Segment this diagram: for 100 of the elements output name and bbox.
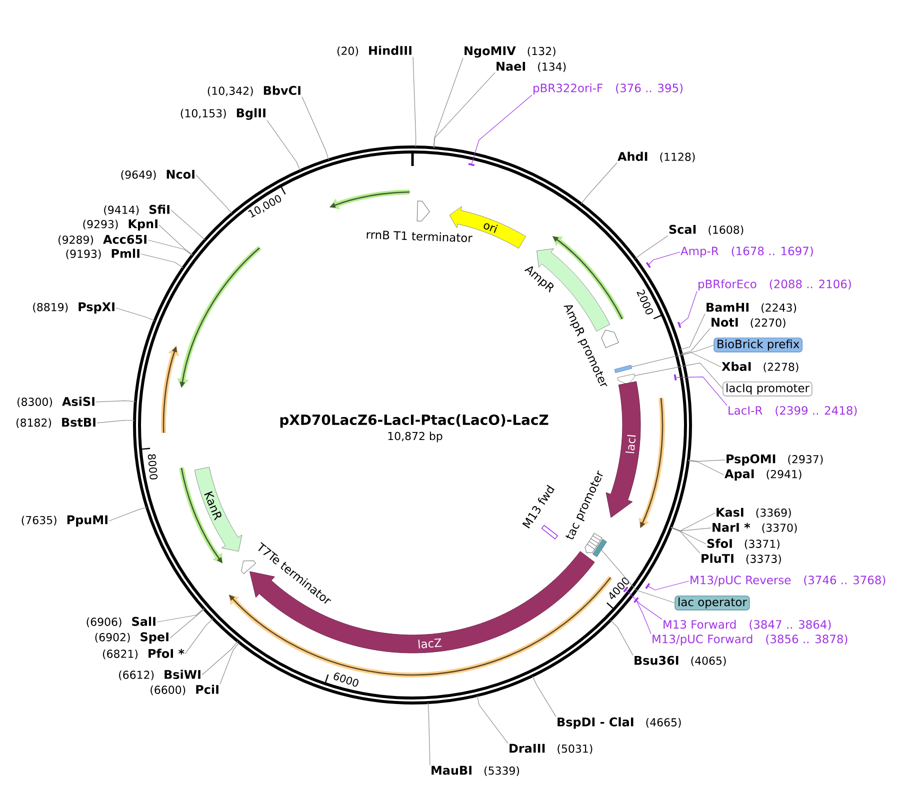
leader-line — [648, 580, 690, 590]
site-label: PluTI (3373) — [702, 554, 781, 564]
leader-line — [688, 460, 724, 476]
site-label: NarI * (3370) — [712, 522, 797, 534]
leader-line — [184, 618, 214, 654]
primer-label: M13 Forward (3847 .. 3864) — [664, 620, 831, 630]
leader-line — [680, 313, 706, 350]
leader-line — [170, 608, 204, 638]
callout-box: lac operator — [674, 596, 750, 610]
site-label: KasI (3369) — [716, 508, 791, 518]
site-label: (6612) BsiWI — [119, 670, 200, 680]
leader-line — [688, 460, 726, 462]
site-label: (6906) SalI — [86, 616, 156, 628]
leader-line — [266, 120, 301, 171]
promoter-symbol — [617, 374, 636, 385]
site-label: MauBI (5339) — [432, 766, 520, 776]
site-label: NgoMIV (132) — [464, 46, 556, 58]
leader-line — [626, 590, 662, 620]
primer-label: Amp-R (1678 .. 1697) — [680, 246, 813, 258]
site-label: (7635) PpuMI — [22, 515, 108, 527]
site-label: (8182) BstBI — [16, 418, 96, 428]
leader-line — [636, 600, 652, 634]
feature-block: KanR — [194, 466, 242, 552]
leader-line — [680, 290, 698, 325]
leader-line — [670, 526, 712, 532]
leader-line — [610, 620, 634, 656]
primer-mark — [645, 583, 650, 589]
site-label: NaeI (134) — [496, 62, 566, 72]
site-label: ScaI (1608) — [669, 224, 744, 236]
site-label: (9193) PmlI — [66, 248, 140, 260]
leader-line — [170, 210, 206, 240]
primer-label: LacI-R (2399 .. 2418) — [728, 406, 857, 416]
site-label: Bsu36I (4065) — [634, 656, 726, 666]
site-label: DraIII (5031) — [510, 744, 592, 754]
site-label: ApaI (2941) — [724, 469, 802, 481]
leader-line — [648, 252, 680, 265]
primer-mark — [468, 163, 475, 166]
sequence-length: 10,872 bp — [388, 432, 442, 442]
site-label: (9293) KpnI — [83, 219, 158, 231]
leader-line — [670, 527, 700, 554]
leader-line — [433, 58, 464, 148]
site-label: NotI (2270) — [712, 318, 786, 328]
tick-label: 6000 — [334, 672, 358, 687]
site-label: (9414) SfiI — [104, 204, 170, 216]
leader-line — [412, 56, 416, 148]
site-label: (8300) AsiSI — [17, 396, 94, 408]
leader-line — [140, 254, 184, 268]
leader-line — [108, 506, 148, 522]
leader-line — [476, 695, 508, 744]
primer-mark — [623, 586, 628, 592]
leader-line — [680, 328, 710, 354]
leader-line — [156, 608, 204, 622]
leader-line — [471, 94, 532, 164]
site-label: (8819) PspXI — [33, 302, 114, 314]
tick-label: 8000 — [148, 454, 158, 480]
leader-line — [428, 702, 430, 766]
leader-line — [148, 240, 192, 256]
site-label: (6600) PciI — [150, 684, 218, 696]
feature-bar — [614, 364, 632, 374]
site-label: BamHI (2243) — [706, 302, 796, 314]
leader-line — [96, 400, 136, 402]
site-label: (10,153) BglII — [180, 108, 266, 120]
site-label: (10,342) BbvCI — [208, 86, 300, 96]
leader-line — [96, 420, 135, 424]
site-label: PspOMI (2937) — [726, 454, 823, 466]
leader-line — [532, 676, 556, 717]
site-label: BspDI - ClaI (4665) — [558, 717, 681, 729]
primer-mark — [674, 374, 677, 381]
primer-mark — [634, 597, 639, 603]
leader-line — [302, 96, 329, 160]
primer-mark — [646, 262, 651, 268]
feature-bar — [592, 538, 607, 558]
leader-line — [670, 527, 706, 544]
site-label: (20) HindIII — [337, 46, 412, 56]
primer-label: M13/pUC Reverse (3746 .. 3768) — [690, 575, 886, 587]
leader-line — [634, 235, 668, 259]
site-label: (9649) NcoI — [121, 170, 194, 180]
leader-line — [196, 174, 232, 214]
site-label: XbaI (2278) — [722, 362, 798, 372]
leader-line — [681, 352, 722, 368]
site-label: (6821) PfoI * — [102, 648, 184, 660]
primer-label: pBR322ori-F (376 .. 395) — [534, 83, 683, 95]
callout-box: lacIq promoter — [722, 382, 812, 396]
primer-mark — [677, 322, 682, 328]
callout-box: BioBrick prefix — [714, 338, 803, 352]
leader-line — [580, 162, 618, 204]
leader-line — [158, 224, 193, 256]
site-label: (9289) Acc65I — [58, 234, 146, 246]
site-label: SfoI (3371) — [707, 538, 780, 550]
leader-line — [220, 642, 240, 685]
plasmid-name: pXD70LacZ6-LacI-Ptac(LacO)-LacZ — [280, 414, 548, 428]
tick-label: 2000 — [636, 289, 654, 314]
site-label: AhdI (1128) — [618, 152, 695, 162]
leader-line — [676, 376, 728, 406]
primer-label: M13/pUC Forward (3856 .. 3878) — [652, 634, 848, 646]
leader-line — [631, 344, 714, 368]
leader-line — [202, 640, 238, 676]
leader-line — [116, 308, 156, 322]
leader-line — [434, 72, 496, 148]
leader-line — [670, 512, 716, 532]
